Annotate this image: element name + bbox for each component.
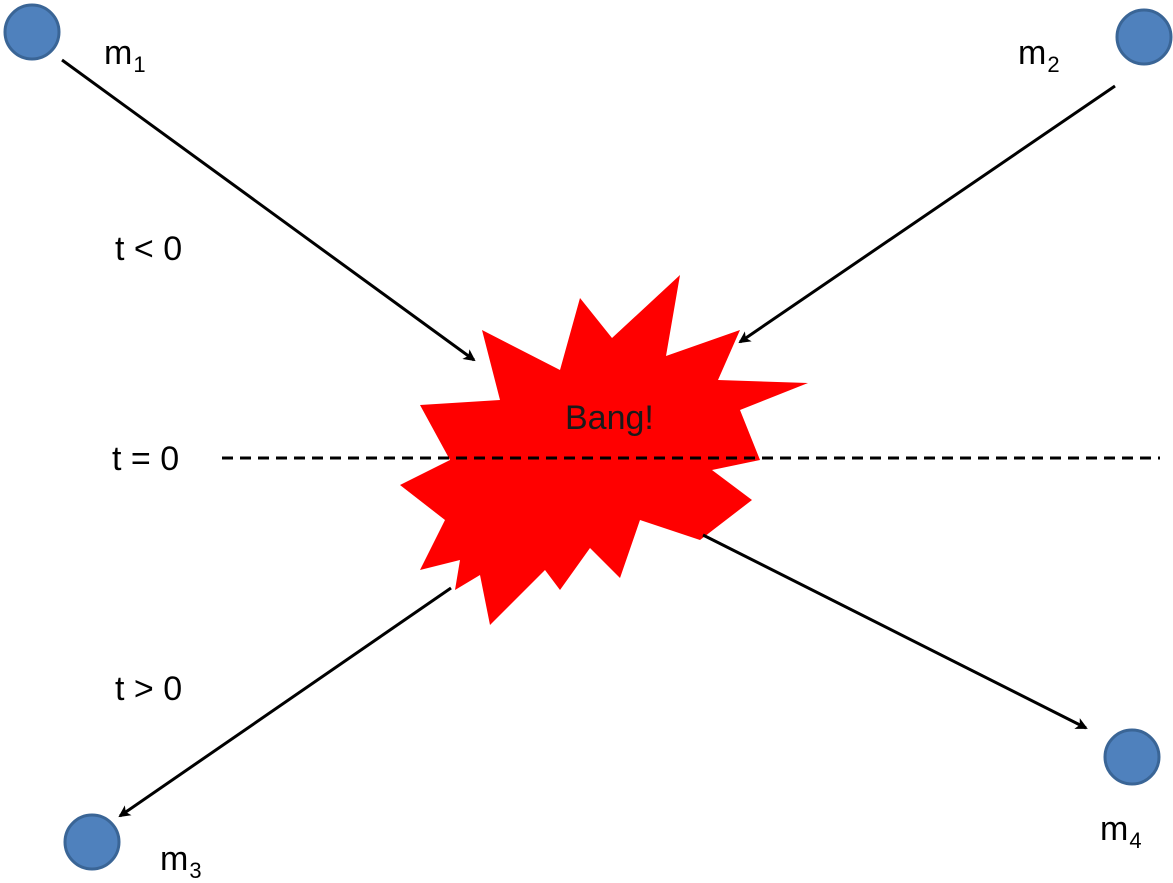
arrow-m2-incoming: [738, 84, 1116, 344]
mass-label-m2-base: m: [1018, 34, 1047, 72]
mass-label-m3-base: m: [160, 840, 189, 878]
mass-label-m4-base: m: [1100, 810, 1129, 848]
particle-m1: [3, 3, 61, 61]
mass-label-m3-sub: 3: [189, 858, 202, 883]
particle-m3: [63, 813, 121, 871]
arrow-m4-outgoing: [702, 533, 1088, 730]
mass-label-m2: m2: [1018, 36, 1060, 76]
mass-label-m2-sub: 2: [1047, 52, 1060, 77]
arrow-m1-incoming: [61, 58, 476, 362]
mass-label-m3: m3: [160, 842, 202, 882]
mass-label-m4-sub: 4: [1129, 828, 1142, 853]
event-label-bang: Bang!: [565, 399, 654, 437]
particle-m2: [1115, 8, 1173, 66]
mass-label-m4: m4: [1100, 812, 1142, 852]
arrow-m3-outgoing: [118, 586, 452, 818]
mass-label-m1: m1: [104, 36, 146, 76]
mass-label-m1-base: m: [104, 34, 133, 72]
time-label-after: t > 0: [115, 670, 183, 708]
particle-m4: [1103, 728, 1161, 786]
explosion-burst: [400, 275, 808, 625]
time-label-before: t < 0: [115, 230, 183, 268]
time-label-at: t = 0: [112, 440, 180, 478]
mass-label-m1-sub: 1: [133, 52, 146, 77]
